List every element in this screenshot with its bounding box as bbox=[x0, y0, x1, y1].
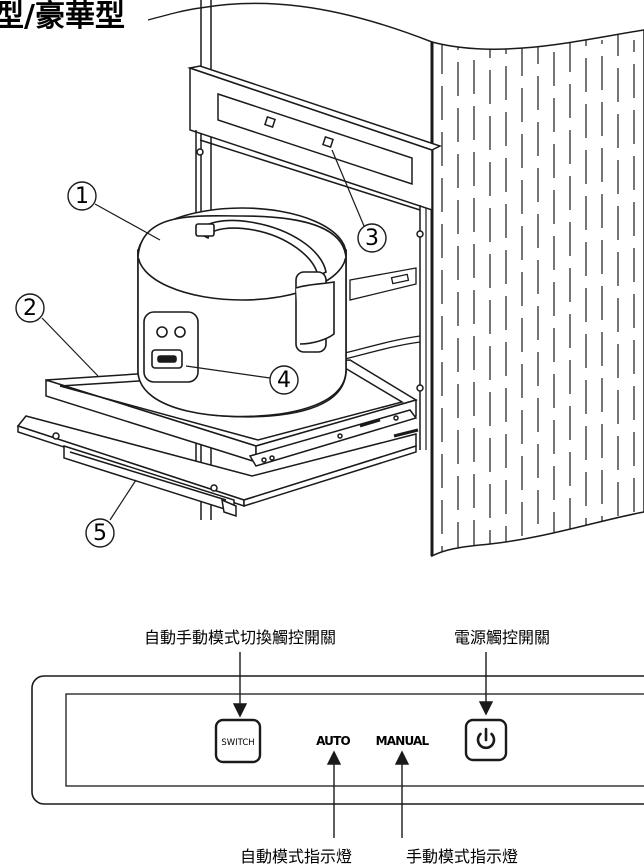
switch-button[interactable]: SWITCH bbox=[214, 718, 262, 764]
drawer-front bbox=[16, 409, 419, 508]
cabinet-right-wall bbox=[425, 29, 644, 558]
drawer-handle bbox=[63, 444, 237, 518]
switch-button-label: SWITCH bbox=[221, 738, 254, 748]
svg-text:1: 1 bbox=[75, 184, 89, 209]
svg-text:2: 2 bbox=[23, 296, 37, 321]
power-icon bbox=[476, 727, 496, 750]
svg-text:4: 4 bbox=[277, 368, 291, 393]
heading-title: 型/豪華型 bbox=[0, 0, 125, 34]
label-power-switch: 電源觸控開關 bbox=[454, 628, 550, 647]
callout-5: 5 bbox=[85, 479, 137, 548]
panel-arrows bbox=[232, 652, 494, 838]
control-panel bbox=[31, 675, 644, 805]
label-mode-switch: 自動手動模式切換觸控開關 bbox=[144, 628, 336, 647]
svg-text:3: 3 bbox=[365, 226, 379, 251]
label-manual-indicator: 手動模式指示燈 bbox=[406, 847, 518, 866]
power-button[interactable] bbox=[464, 718, 508, 762]
label-auto-indicator: 自動模式指示燈 bbox=[240, 847, 352, 866]
auto-indicator-label: AUTO bbox=[316, 734, 350, 748]
heading-leader bbox=[147, 7, 201, 21]
callout-2: 2 bbox=[15, 293, 99, 377]
callout-1: 1 bbox=[67, 181, 161, 241]
rice-cooker bbox=[137, 207, 347, 418]
svg-text:5: 5 bbox=[93, 521, 107, 546]
callout-4: 4 bbox=[185, 365, 299, 395]
callout-3: 3 bbox=[331, 149, 387, 253]
manual-indicator-label: MANUAL bbox=[376, 734, 430, 748]
